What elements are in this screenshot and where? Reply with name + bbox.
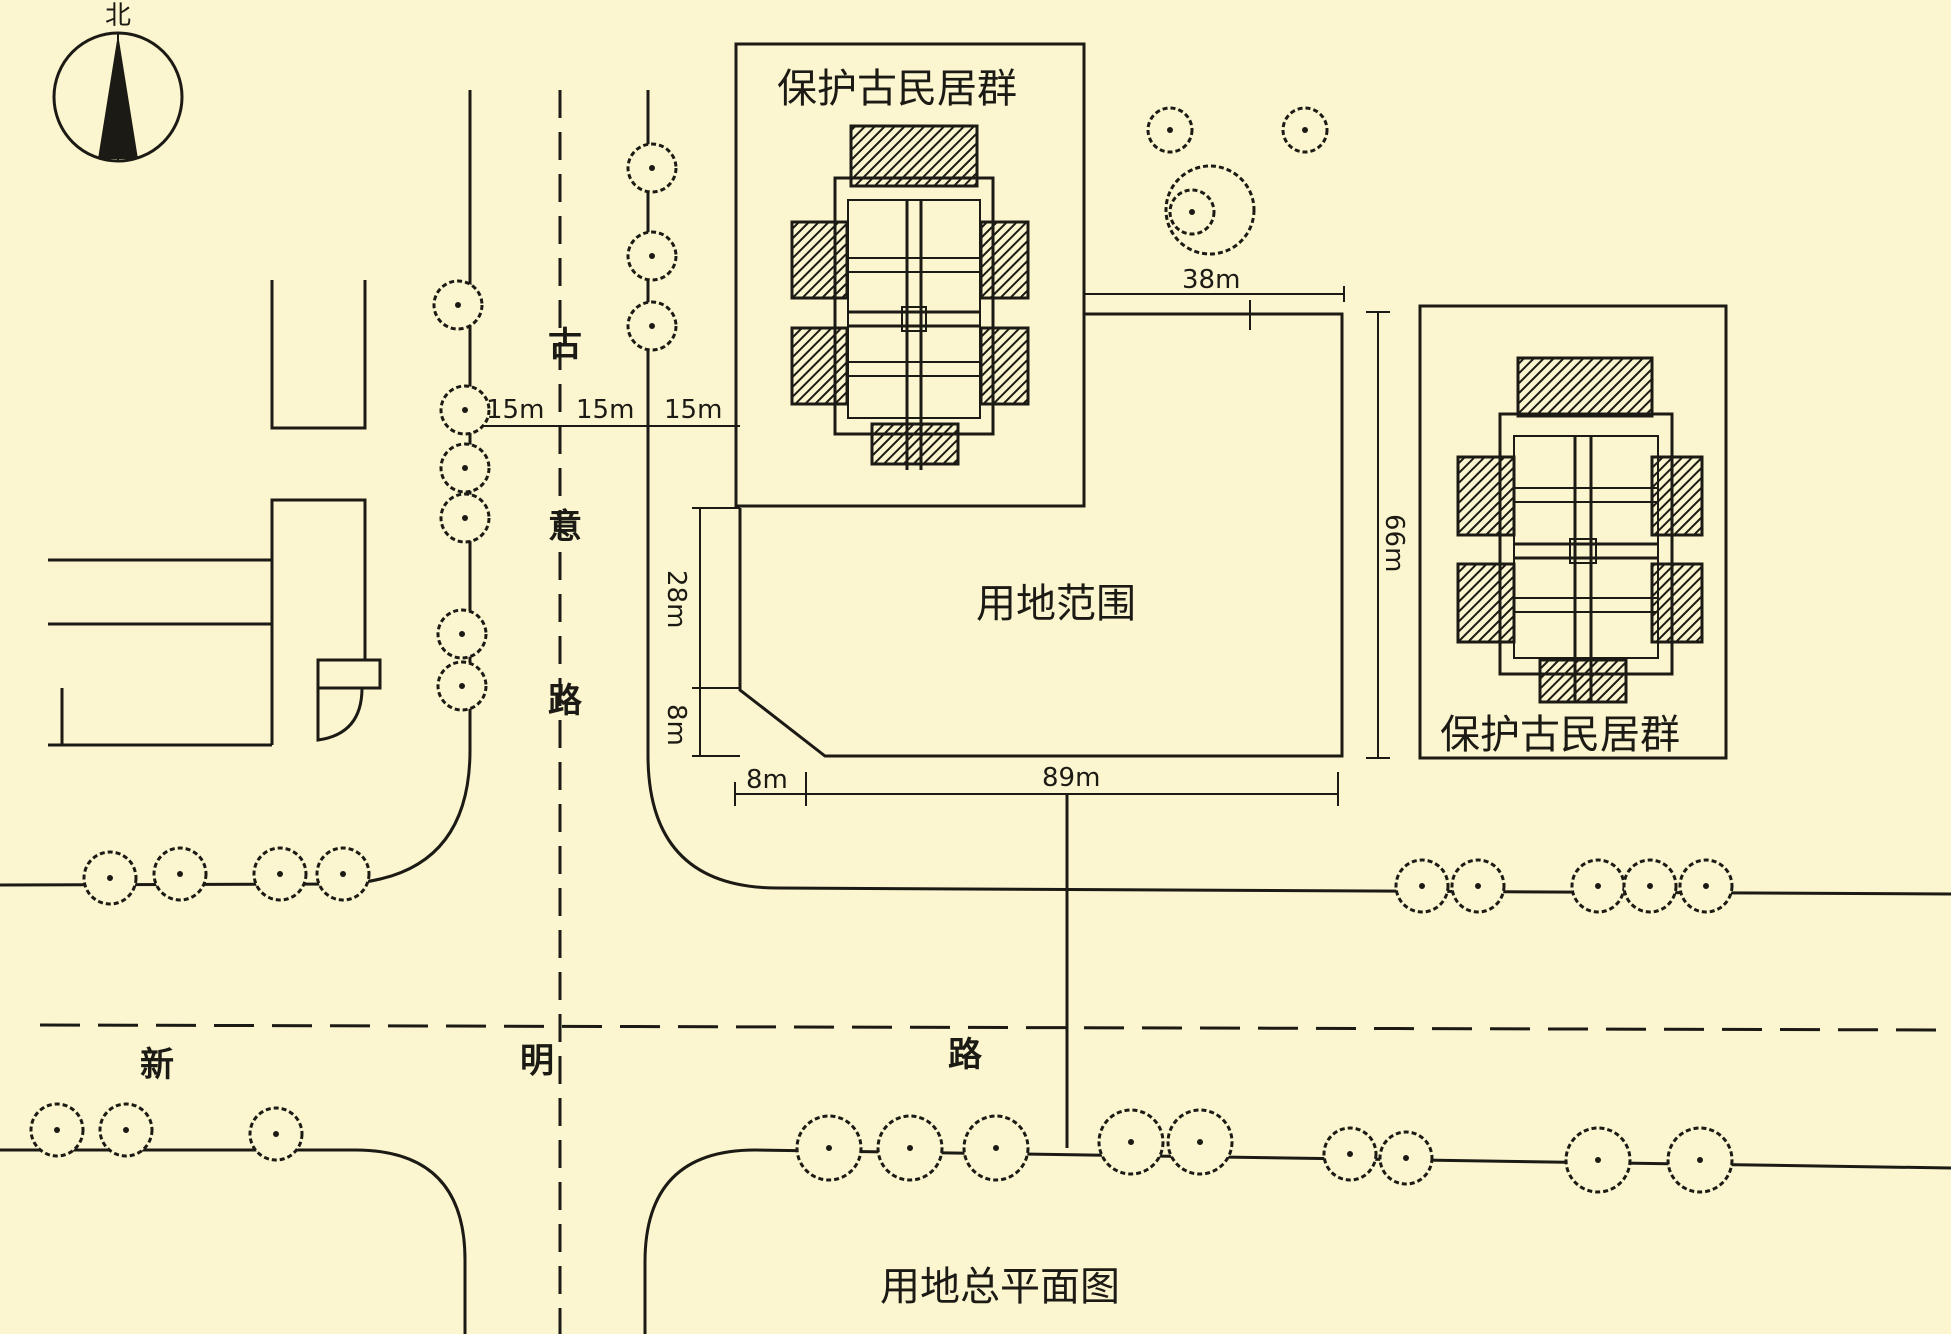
tree-icon bbox=[876, 1114, 944, 1182]
tree-icon bbox=[248, 1106, 304, 1162]
road-ew-char-3: 路 bbox=[948, 1035, 983, 1075]
tree-icon bbox=[439, 384, 491, 436]
dim-38m: 38m bbox=[1182, 265, 1240, 295]
tree-icon bbox=[439, 492, 491, 544]
site-label: 用地范围 bbox=[976, 581, 1136, 627]
tree-icon bbox=[1666, 1126, 1734, 1194]
tree-icon bbox=[1570, 858, 1626, 914]
tree-icon bbox=[795, 1114, 863, 1182]
tree-icon bbox=[1097, 1108, 1165, 1176]
tree-icon bbox=[1281, 106, 1329, 154]
tree-icon bbox=[82, 850, 138, 906]
tree-icon bbox=[252, 846, 308, 902]
dim-28m: 28m bbox=[661, 570, 691, 628]
north-arrow-icon bbox=[52, 31, 184, 163]
tree-icon bbox=[626, 230, 678, 282]
tree-icon bbox=[962, 1114, 1030, 1182]
trees bbox=[29, 106, 1734, 1194]
tree-icon bbox=[1168, 188, 1216, 236]
tree-icon bbox=[439, 442, 491, 494]
courtyard-house-icon bbox=[790, 124, 1030, 470]
heritage-north-label: 保护古民居群 bbox=[777, 66, 1017, 112]
dim-8m-horizontal: 8m bbox=[746, 765, 788, 795]
tree-icon bbox=[436, 660, 488, 712]
heritage-east-label: 保护古民居群 bbox=[1440, 712, 1680, 758]
road-ns-char-3: 路 bbox=[548, 681, 583, 721]
dimension-lines bbox=[470, 286, 1390, 1148]
tree-icon bbox=[1322, 1126, 1378, 1182]
north-label: 北 bbox=[105, 1, 131, 31]
west-buildings bbox=[48, 280, 382, 747]
tree-icon bbox=[432, 279, 484, 331]
tree-icon bbox=[1564, 1126, 1632, 1194]
road-ew-char-1: 新 bbox=[140, 1045, 174, 1085]
tree-icon bbox=[1166, 1108, 1234, 1176]
dim-66m: 66m bbox=[1379, 514, 1409, 572]
tree-icon bbox=[98, 1102, 154, 1158]
dim-road-width-1: 15m bbox=[486, 395, 544, 425]
dim-8m-vertical: 8m bbox=[661, 704, 691, 746]
heritage-group-north: 保护古民居群 bbox=[734, 42, 1086, 508]
tree-icon bbox=[1450, 858, 1506, 914]
tree-icon bbox=[626, 142, 678, 194]
tree-icon bbox=[1678, 858, 1734, 914]
dim-road-width-2: 15m bbox=[576, 395, 634, 425]
road-ew-char-2: 明 bbox=[520, 1041, 554, 1081]
road-east-west bbox=[0, 1023, 1951, 1334]
tree-icon bbox=[315, 846, 371, 902]
tree-icon bbox=[29, 1102, 85, 1158]
courtyard-house-icon bbox=[1456, 356, 1704, 704]
tree-icon bbox=[626, 300, 678, 352]
map-caption: 用地总平面图 bbox=[880, 1264, 1120, 1310]
tree-icon bbox=[1394, 858, 1450, 914]
tree-icon bbox=[436, 608, 488, 660]
tree-icon bbox=[1378, 1130, 1434, 1186]
site-boundary bbox=[738, 312, 1344, 758]
road-ns-char-2: 意 bbox=[548, 507, 582, 547]
tree-icon bbox=[1622, 858, 1678, 914]
tree-icon bbox=[152, 846, 208, 902]
heritage-group-east: 保护古民居群 bbox=[1418, 304, 1728, 760]
dim-road-width-3: 15m bbox=[664, 395, 722, 425]
dim-89m: 89m bbox=[1042, 763, 1100, 793]
road-ns-char-1: 古 bbox=[548, 325, 582, 365]
tree-icon bbox=[1146, 106, 1194, 154]
